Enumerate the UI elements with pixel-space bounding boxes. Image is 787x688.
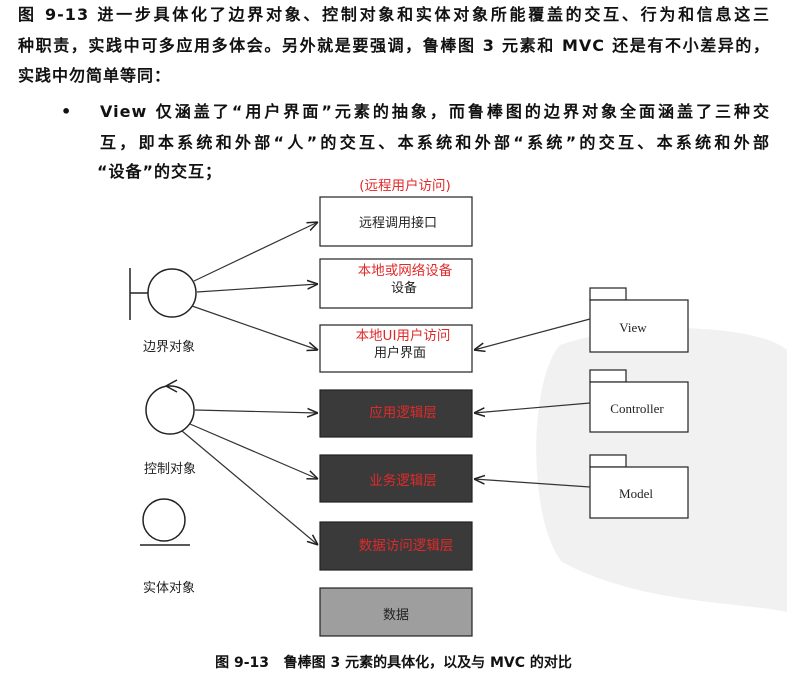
package-tab <box>589 369 627 383</box>
box-user-interface-label: 用户界面 <box>374 345 426 361</box>
control-object-label: 控制对象 <box>144 462 196 477</box>
boundary-object-label: 边界对象 <box>143 340 195 355</box>
arrow-boundary-to-user-interface <box>191 305 318 350</box>
box-application-logic-annotation: 应用逻辑层 <box>369 404 437 421</box>
entity-object-icon <box>140 498 190 546</box>
view-package-label: View <box>619 320 647 335</box>
package-body <box>589 466 689 519</box>
box-data-access-logic-annotation: 数据访问逻辑层 <box>359 538 454 554</box>
view-package-icon <box>589 287 689 353</box>
box-data-label: 数据 <box>383 608 409 623</box>
package-body <box>589 299 689 353</box>
boundary-object-icon <box>129 268 197 320</box>
arrow-view-to-user-interface <box>474 318 591 350</box>
controller-package-icon <box>589 369 689 433</box>
model-package-icon <box>589 454 689 519</box>
box-user-interface <box>319 324 473 373</box>
box-data <box>319 587 473 637</box>
box-business-logic <box>319 454 473 503</box>
boundary-circle <box>147 268 197 318</box>
intro-line: 种职责，实践中可多应用多体会。另外就是要强调，鲁棒图 3 元素和 MVC 还是有… <box>18 36 770 55</box>
arrow-control-to-business-logic <box>189 423 318 479</box>
intro-line: 实践中勿简单等同： <box>18 66 172 85</box>
box-user-interface-annotation: 本地UI用户访问 <box>356 327 451 344</box>
package-tab <box>589 454 627 468</box>
entity-circle <box>142 498 186 542</box>
arrow-control-to-data-access-logic <box>181 430 318 545</box>
bullet-line: “设备”的交互； <box>97 162 223 181</box>
arrow-model-to-business-logic <box>474 479 591 488</box>
box-device-annotation: 本地或网络设备 <box>358 262 453 279</box>
box-application-logic <box>319 389 473 438</box>
remote-user-access-annotation: (远程用户访问) <box>359 177 451 194</box>
arrow-boundary-to-remote-call-interface <box>193 222 318 282</box>
bullet-line: View 仅涵盖了“用户界面”元素的抽象，而鲁棒图的边界对象全面涵盖了三种交 <box>100 102 770 121</box>
control-circle <box>145 385 195 435</box>
figure-caption: 图 9-13 鲁棒图 3 元素的具体化，以及与 MVC 的对比 <box>215 655 572 671</box>
control-object-icon <box>145 379 195 435</box>
package-body <box>589 381 689 433</box>
box-business-logic-annotation: 业务逻辑层 <box>369 473 437 489</box>
model-package-label: Model <box>619 486 653 501</box>
box-data-access-logic <box>319 521 473 571</box>
bullet-marker: • <box>61 102 72 121</box>
arrow-control-to-application-logic <box>194 410 318 413</box>
box-remote-call-interface-label: 远程调用接口 <box>359 215 437 231</box>
package-tab <box>589 287 627 301</box>
control-arrowhead <box>164 379 178 393</box>
box-device-label: 设备 <box>391 280 417 296</box>
controller-package-label: Controller <box>610 401 664 416</box>
entity-object-label: 实体对象 <box>143 581 195 596</box>
box-device <box>319 258 473 309</box>
intro-line: 图 9-13 进一步具体化了边界对象、控制对象和实体对象所能覆盖的交互、行为和信… <box>18 5 770 24</box>
arrow-boundary-to-device <box>196 284 318 293</box>
bullet-line: 互，即本系统和外部“人”的交互、本系统和外部“系统”的交互、本系统和外部 <box>100 133 770 152</box>
box-remote-call-interface <box>319 196 473 247</box>
arrow-controller-to-application-logic <box>474 402 591 413</box>
